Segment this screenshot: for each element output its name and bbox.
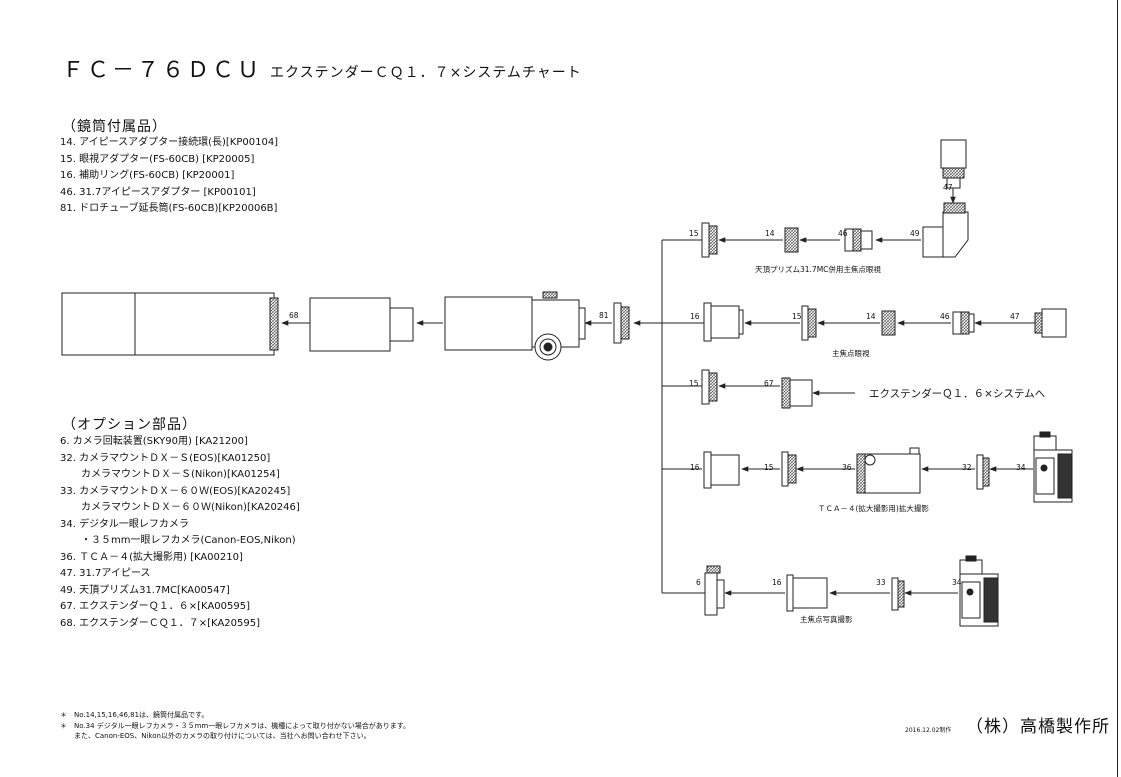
configuration-captions: 天頂プリズム31.7MC併用主焦点眼視 主焦点眼視 エクステンダーＱ１．６×シス… [755,264,1045,624]
telescope-assembly [61,139,1067,616]
list-item: 67. エクステンダーＱ１．６×[KA00595] [60,601,250,612]
list-item: ・３５mm一眼レフカメラ(Canon-EOS,Nikon) [81,535,296,546]
row1-parts [701,139,969,258]
part-number: 14 [866,312,876,321]
part-number: 6 [696,578,701,587]
part-number: 15 [764,463,774,472]
footnote: ＊ No.14,15,16,46,81は、鏡筒付属品です。 [60,711,209,719]
part-number: 34 [952,578,962,587]
caption-prime-focus-visual: 主焦点眼視 [832,348,870,358]
row3-parts [701,369,813,409]
caption-tca4-magnified: ＴＣＡ－４(拡大撮影用)拡大撮影 [818,503,929,513]
list-item: 16. 補助リング(FS-60CB) [KP20001] [60,170,235,181]
row5-parts [704,565,905,616]
page-border-right [1117,0,1118,777]
telescope-tube [61,292,279,356]
creation-date: 2016.12.02制作 [905,727,952,734]
list-item: カメラマウントＤＸ－Ｓ(Nikon)[KA01254] [81,469,280,480]
part-number: 14 [765,229,775,238]
list-item: 49. 天頂プリズム31.7MC[KA00547] [60,584,230,596]
list-item: カメラマウントＤＸ－６０Ｗ(Nikon)[KA20246] [81,502,300,513]
part-number: 46 [940,312,950,321]
part-number: 81 [599,311,609,320]
part-number: 36 [842,463,852,472]
list-item: 33. カメラマウントＤＸ－６０Ｗ(EOS)[KA20245] [60,485,291,497]
part-number: 34 [1016,463,1026,472]
part-number: 47 [943,183,953,192]
part-number: 15 [689,379,699,388]
part-number: 15 [689,229,699,238]
part-number: 33 [876,578,886,587]
part-number: 15 [792,312,802,321]
part-number: 16 [690,463,700,472]
title-model: ＦＣ－７６ＤＣＵ [62,58,263,83]
extender-cq17 [309,297,414,352]
chart-title: ＦＣ－７６ＤＣＵ エクステンダーＣＱ１．７×システムチャート [62,52,582,84]
footnote: また、Canon-EOS、Nikon以外のカメラの取り付けについては、当社へお問… [60,732,371,740]
part-number-labels: 68 81 15 14 46 49 47 16 15 14 46 47 15 6… [289,183,1026,587]
part-number: 68 [289,311,299,320]
company-name: （株）高橋製作所 [966,717,1110,737]
part-number: 67 [764,379,774,388]
title-subtitle: エクステンダーＣＱ１．７×システムチャート [270,65,582,81]
drawtube-extension-ring [613,302,630,344]
footnote: ＊ No.34 デジタル一眼レフカメラ・３５mm一眼レフカメラは、機種によって取… [60,721,410,730]
included-parts-list: 14. アイピースアダプター接続環(長)[KP00104] 15. 眼視アダプタ… [60,135,278,218]
part-number: 16 [772,578,782,587]
part-number: 49 [910,229,920,238]
list-item: 15. 眼視アダプター(FS-60CB) [KP20005] [60,153,255,165]
part-number: 46 [838,229,848,238]
camera-drawings [959,431,1073,627]
caption-zenith-prism-visual: 天頂プリズム31.7MC併用主焦点眼視 [755,264,881,274]
part-number: 47 [1010,312,1020,321]
dslr-camera-icon [959,555,999,627]
focuser-body [444,291,586,361]
list-item: 36. ＴＣＡ－４(拡大撮影用) [KA00210] [60,551,243,563]
part-number: 32 [962,463,972,472]
row4-parts [703,447,990,494]
list-item: 81. ドロチューブ延長筒(FS-60CB)[KP20006B] [60,203,278,214]
list-item: 68. エクステンダーＣＱ１．７×[KA20595] [60,617,260,629]
included-parts-heading: （鏡筒付属品） [62,119,167,135]
part-number: 16 [690,312,700,321]
list-item: 46. 31.7アイピースアダプター [KP00101] [60,186,256,198]
list-item: 34. デジタル一眼レフカメラ [60,518,189,530]
option-parts-heading: （オプション部品） [62,417,197,433]
caption-prime-focus-photo: 主焦点写真撮影 [800,614,853,624]
dslr-camera-icon [1033,431,1073,503]
connector-lines [281,188,1040,596]
footnotes: ＊ No.14,15,16,46,81は、鏡筒付属品です。 ＊ No.34 デジ… [60,710,410,742]
list-item: 14. アイピースアダプター接続環(長)[KP00104] [60,137,279,148]
option-parts-list: 6. カメラ回転装置(SKY90用) [KA21200] 32. カメラマウント… [60,434,300,632]
caption-extender-q16-system: エクステンダーＱ１．６×システムへ [869,387,1045,400]
list-item: 32. カメラマウントＤＸ－Ｓ(EOS)[KA01250] [60,452,271,464]
row2-parts [703,302,1067,342]
list-item: 6. カメラ回転装置(SKY90用) [KA21200] [60,436,248,447]
list-item: 47. 31.7アイピース [60,568,151,579]
